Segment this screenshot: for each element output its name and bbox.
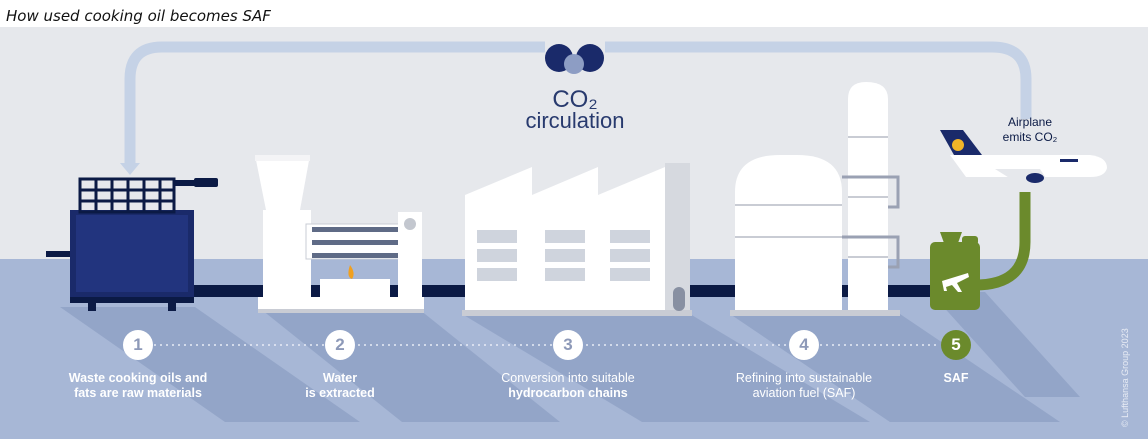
step-4-caption: Refining into sustainable aviation fuel … — [714, 371, 894, 401]
step-1-caption: Waste cooking oils and fats are raw mate… — [48, 371, 228, 401]
step-5-number: 5 — [941, 330, 971, 360]
saf-hose — [974, 192, 1031, 291]
copyright-notice: © Lufthansa Group 2023 — [1120, 328, 1130, 427]
step-3-caption-line2: hydrocarbon chains — [508, 386, 628, 400]
step-2-number: 2 — [325, 330, 355, 360]
step-1-number: 1 — [123, 330, 153, 360]
step-3-caption: Conversion into suitable hydrocarbon cha… — [478, 371, 658, 401]
step-2-caption-line1: Water — [322, 371, 358, 385]
co2-loop-arrow — [120, 163, 140, 175]
step-4-caption-line2: aviation fuel (SAF) — [752, 386, 856, 400]
jerrycan-plane-icon — [942, 273, 969, 292]
jerrycan-icon — [930, 232, 980, 310]
airplane-label-line1: Airplane — [1007, 115, 1053, 129]
refinery-icon — [730, 82, 900, 316]
step-4-number: 4 — [789, 330, 819, 360]
step-5-caption-line1: SAF — [943, 371, 969, 385]
step-3-caption-line1: Conversion into suitable — [501, 371, 635, 385]
airplane-label: Airplane emits CO₂ — [975, 115, 1085, 145]
factory-icon — [462, 163, 692, 316]
co2-molecule-icon — [545, 44, 604, 74]
fryer-icon — [46, 177, 218, 311]
step-1-caption-line1: Waste cooking oils and — [68, 371, 208, 385]
step-1-caption-line2: fats are raw materials — [74, 386, 202, 400]
co2-subtitle: circulation — [525, 108, 625, 133]
step-4-caption-line1: Refining into sustainable — [735, 371, 873, 385]
airplane-icon — [940, 130, 1107, 197]
step-2-caption: Water is extracted — [280, 371, 400, 401]
process-panel: CO₂ circulation Airplane emits CO₂ 1 2 3… — [0, 27, 1148, 439]
co2-title: CO₂ — [552, 86, 598, 113]
step-2-caption-line2: is extracted — [305, 386, 375, 400]
co2-loop-right — [605, 41, 1032, 119]
step-3-number: 3 — [553, 330, 583, 360]
airplane-label-line2: emits CO₂ — [1002, 130, 1058, 144]
step-5-caption: SAF — [926, 371, 986, 386]
press-icon — [255, 155, 424, 313]
page-title: How used cooking oil becomes SAF — [6, 7, 271, 25]
co2-loop-left — [124, 41, 545, 167]
